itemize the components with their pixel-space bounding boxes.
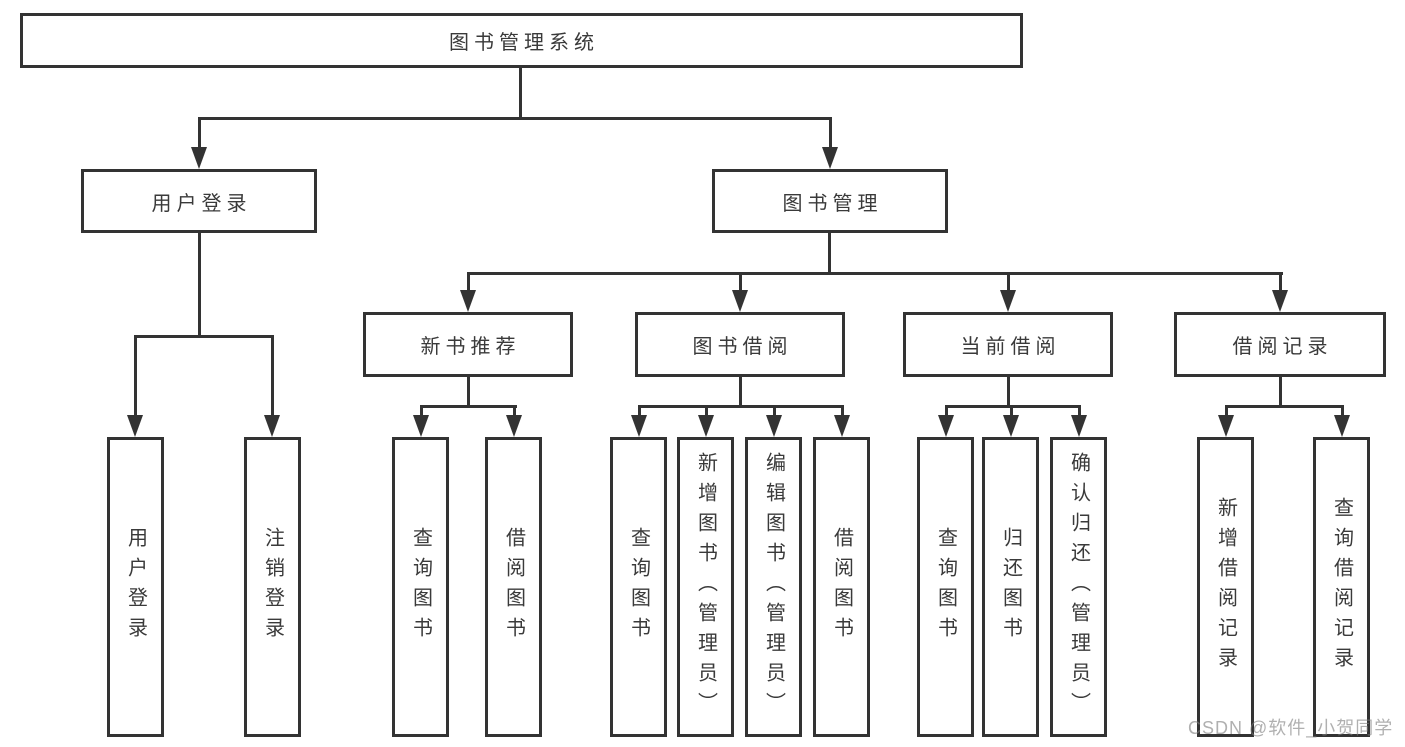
arrowhead-icon <box>127 415 143 437</box>
node-new-book-recommend-label: 新书推荐 <box>420 336 521 358</box>
leaf-query-borrow-record-label: 查询借阅记录 <box>1330 497 1353 677</box>
csdn-watermark: CSDN @软件_小贺同学 <box>1188 718 1394 738</box>
arrowhead-icon <box>1334 415 1350 437</box>
connector-line <box>198 117 201 150</box>
node-book-borrow-label: 图书借阅 <box>692 336 793 358</box>
connector-line <box>739 377 742 407</box>
arrowhead-icon <box>1000 290 1016 312</box>
connector-line <box>1007 272 1010 292</box>
leaf-user-login: 用户登录 <box>107 437 164 737</box>
connector-line <box>420 405 517 408</box>
arrowhead-icon <box>834 415 850 437</box>
leaf-return-books-label: 归还图书 <box>999 527 1022 647</box>
connector-line <box>945 405 1081 408</box>
connector-line <box>420 405 423 419</box>
leaf-query-books-current: 查询图书 <box>917 437 974 737</box>
leaf-add-books-admin-label: 新增图书（管理员） <box>694 452 717 722</box>
connector-line <box>829 117 832 150</box>
arrowhead-icon <box>698 415 714 437</box>
connector-line <box>1225 405 1228 419</box>
arrowhead-icon <box>191 147 207 169</box>
connector-line <box>1225 405 1344 408</box>
connector-line <box>945 405 948 419</box>
connector-line <box>519 68 522 117</box>
connector-line <box>1279 272 1282 292</box>
connector-line <box>1007 377 1010 407</box>
leaf-borrow-books-recommend-label: 借阅图书 <box>502 527 525 647</box>
arrowhead-icon <box>1218 415 1234 437</box>
connector-line <box>134 335 137 417</box>
leaf-query-books-recommend: 查询图书 <box>392 437 449 737</box>
arrowhead-icon <box>1071 415 1087 437</box>
leaf-query-books-current-label: 查询图书 <box>934 527 957 647</box>
node-borrow-records-label: 借阅记录 <box>1232 336 1333 358</box>
node-user-login-label: 用户登录 <box>151 192 252 215</box>
connector-line <box>1279 377 1282 407</box>
leaf-add-books-admin: 新增图书（管理员） <box>677 437 734 737</box>
arrowhead-icon <box>413 415 429 437</box>
connector-line <box>467 272 1283 275</box>
leaf-borrow-books: 借阅图书 <box>813 437 870 737</box>
leaf-return-books: 归还图书 <box>982 437 1039 737</box>
leaf-user-login-label: 用户登录 <box>124 527 147 647</box>
node-root-label: 图书管理系统 <box>449 32 599 54</box>
leaf-query-books-recommend-label: 查询图书 <box>409 527 432 647</box>
connector-line <box>198 233 201 335</box>
node-new-book-recommend: 新书推荐 <box>363 312 573 377</box>
leaf-edit-books-admin: 编辑图书（管理员） <box>745 437 802 737</box>
connector-line <box>638 405 641 419</box>
arrowhead-icon <box>1003 415 1019 437</box>
connector-line <box>198 117 832 120</box>
connector-line <box>1078 405 1081 419</box>
leaf-add-borrow-record: 新增借阅记录 <box>1197 437 1254 737</box>
leaf-query-borrow-record: 查询借阅记录 <box>1313 437 1370 737</box>
node-current-borrow: 当前借阅 <box>903 312 1113 377</box>
arrowhead-icon <box>766 415 782 437</box>
connector-line <box>513 405 516 419</box>
leaf-borrow-books-recommend: 借阅图书 <box>485 437 542 737</box>
node-user-login: 用户登录 <box>81 169 317 233</box>
leaf-add-borrow-record-label: 新增借阅记录 <box>1214 497 1237 677</box>
connector-line <box>467 377 470 407</box>
connector-line <box>638 405 844 408</box>
connector-line <box>705 405 708 419</box>
node-current-borrow-label: 当前借阅 <box>960 336 1061 358</box>
connector-line <box>467 272 470 292</box>
arrowhead-icon <box>631 415 647 437</box>
leaf-query-books-borrow-label: 查询图书 <box>627 527 650 647</box>
arrowhead-icon <box>822 147 838 169</box>
connector-line <box>134 335 274 338</box>
node-root: 图书管理系统 <box>20 13 1023 68</box>
arrowhead-icon <box>1272 290 1288 312</box>
node-borrow-records: 借阅记录 <box>1174 312 1386 377</box>
connector-line <box>1010 405 1013 419</box>
node-book-management: 图书管理 <box>712 169 948 233</box>
connector-line <box>739 272 742 292</box>
node-book-management-label: 图书管理 <box>782 192 883 215</box>
leaf-edit-books-admin-label: 编辑图书（管理员） <box>762 452 785 722</box>
node-book-borrow: 图书借阅 <box>635 312 845 377</box>
leaf-logout-label: 注销登录 <box>261 527 284 647</box>
arrowhead-icon <box>732 290 748 312</box>
connector-line <box>1341 405 1344 419</box>
arrowhead-icon <box>506 415 522 437</box>
arrowhead-icon <box>460 290 476 312</box>
leaf-query-books-borrow: 查询图书 <box>610 437 667 737</box>
connector-line <box>773 405 776 419</box>
arrowhead-icon <box>264 415 280 437</box>
leaf-confirm-return-admin-label: 确认归还（管理员） <box>1067 452 1090 722</box>
connector-line <box>828 233 831 272</box>
connector-line <box>841 405 844 419</box>
connector-line <box>271 335 274 417</box>
leaf-logout: 注销登录 <box>244 437 301 737</box>
arrowhead-icon <box>938 415 954 437</box>
leaf-confirm-return-admin: 确认归还（管理员） <box>1050 437 1107 737</box>
leaf-borrow-books-label: 借阅图书 <box>830 527 853 647</box>
